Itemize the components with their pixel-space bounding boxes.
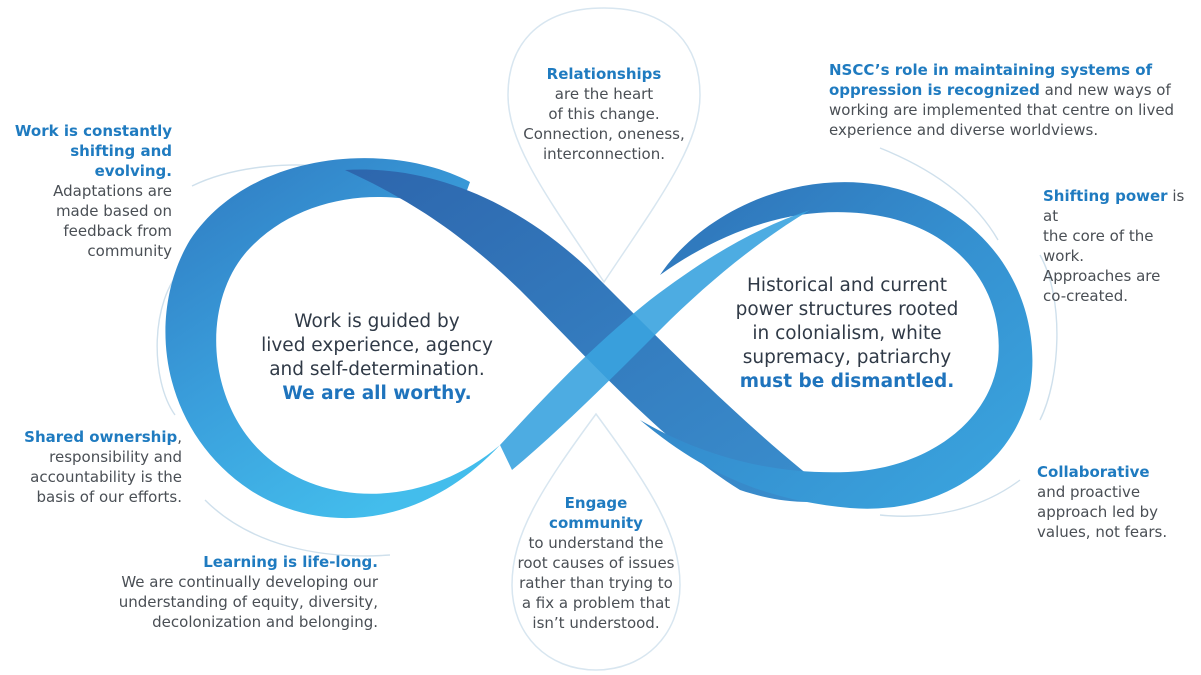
relationships-line-3: Connection, oneness, [523,125,685,143]
nscc-line-2-rest: and new ways of [1039,81,1171,99]
nscc-heading-2: oppression is recognized [829,81,1040,99]
evolving-line-3: feedback from [63,222,172,240]
nscc-line-4: experience and diverse worldviews. [829,121,1099,139]
nscc-line-2: oppression is recognized and new ways of [829,80,1189,100]
infinity-crossing-ribbon [345,169,840,502]
relationships-line-4: interconnection. [542,145,666,163]
ownership-note: Shared ownership, responsibility and acc… [0,427,182,507]
engage-line-4: a fix a problem that [521,594,671,612]
power-line-1: the core of the work. [1043,227,1154,265]
ownership-heading-line: Shared ownership, [0,427,182,447]
ownership-heading: Shared ownership [24,428,178,446]
right-core-line-4: supremacy, patriarchy [742,347,952,368]
power-heading: Shifting power [1043,187,1168,205]
right-core-text: Historical and current power structures … [712,274,982,394]
guide-arc-left-bottom [204,499,391,557]
evolving-line-1: Adaptations are [53,182,172,200]
collab-line-1: and proactive [1037,483,1141,501]
evolving-heading-2: shifting and evolving. [70,142,172,180]
evolving-heading-1: Work is constantly [14,122,172,140]
engage-line-1: to understand the [528,534,664,552]
nscc-note: NSCC’s role in maintaining systems of op… [829,60,1189,140]
right-core-line-1: Historical and current [747,275,947,296]
engage-line-5: isn’t understood. [532,614,660,632]
learning-line-3: decolonization and belonging. [152,613,378,631]
engage-heading-2: community [549,514,643,532]
left-core-emphasis: We are all worthy. [282,383,472,404]
relationships-line-1: are the heart [554,85,654,103]
right-core-line-2: power structures rooted [735,299,959,320]
relationships-note: Relationships are the heart of this chan… [508,64,700,164]
relationships-line-2: of this change. [548,105,660,123]
left-core-line-1: Work is guided by [294,311,460,332]
relationships-heading: Relationships [546,65,662,83]
engage-line-3: rather than trying to [519,574,673,592]
collab-heading: Collaborative [1037,463,1150,481]
ownership-line-3: basis of our efforts. [36,488,183,506]
guide-arc-right-side [1039,254,1058,421]
right-core-line-3: in colonialism, white [752,323,942,344]
collab-line-3: values, not fears. [1037,523,1168,541]
engage-line-2: root causes of issues [517,554,675,572]
learning-heading: Learning is life-long. [203,553,378,571]
power-heading-line: Shifting power is at [1043,186,1195,226]
learning-note: Learning is life-long. We are continuall… [80,552,378,632]
nscc-heading-1: NSCC’s role in maintaining systems of [829,61,1153,79]
guide-arc-right-top [879,147,999,241]
guide-arc-right-bottom [879,479,1021,517]
right-core-emphasis: must be dismantled. [739,371,955,392]
left-core-text: Work is guided by lived experience, agen… [232,310,522,406]
left-core-line-3: and self-determination. [269,359,485,380]
left-core-line-2: lived experience, agency [261,335,493,356]
learning-line-2: understanding of equity, diversity, [118,593,378,611]
evolving-line-4: community [87,242,172,260]
infinity-left-loop [165,158,500,519]
engage-community-note: Engage community to understand the root … [506,493,686,633]
power-heading-rest: is at [1043,187,1185,225]
evolving-line-2: made based on [55,202,172,220]
engage-heading-1: Engage [564,494,628,512]
top-drop-outline [507,7,701,284]
collab-line-2: approach led by [1037,503,1159,521]
nscc-line-3: working are implemented that centre on l… [829,101,1175,119]
ownership-line-2: accountability is the [30,468,182,486]
collab-note: Collaborative and proactive approach led… [1037,462,1187,542]
power-note: Shifting power is at the core of the wor… [1043,186,1195,306]
learning-line-1: We are continually developing our [121,573,378,591]
evolving-note: Work is constantly shifting and evolving… [0,121,172,261]
power-line-2: Approaches are [1043,267,1161,285]
infinity-lower-sweep [500,210,810,470]
ownership-line-1: responsibility and [49,448,182,466]
bottom-drop-outline [511,412,681,671]
power-line-3: co-created. [1043,287,1129,305]
ownership-comma: , [177,428,182,446]
